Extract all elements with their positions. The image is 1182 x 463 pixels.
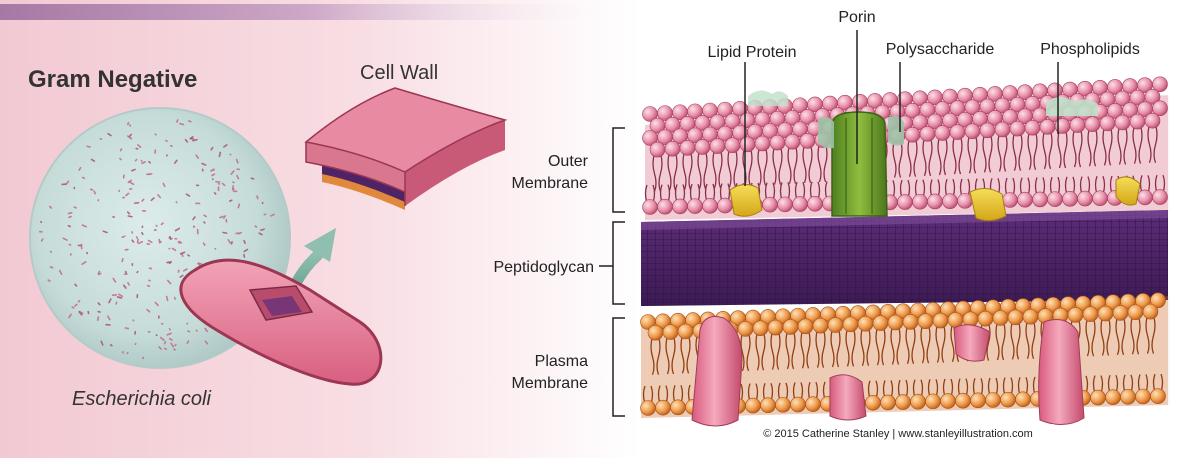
polysaccharide-label: Polysaccharide [886, 41, 995, 58]
lipid-protein-label: Lipid Protein [708, 44, 797, 61]
cell-wall-label: Cell Wall [360, 62, 438, 84]
outer-membrane [642, 76, 1170, 220]
phospholipids-label: Phospholipids [1040, 41, 1140, 58]
copyright-credit: © 2015 Catherine Stanley | www.stanleyil… [763, 428, 1033, 440]
e-coli-cell [179, 258, 383, 386]
plasma-membrane-label-line2: Membrane [512, 375, 589, 392]
peptidoglycan-label: Peptidoglycan [493, 259, 594, 276]
membrane-proteins [691, 316, 1085, 427]
species-label: Escherichia coli [72, 388, 212, 410]
outer-membrane-label-line1: Outer [548, 153, 589, 170]
plasma-membrane [640, 292, 1170, 418]
panel-title: Gram Negative [28, 66, 197, 93]
label-leaders [599, 30, 1059, 417]
lipid-proteins [729, 176, 1141, 222]
porin-label: Porin [838, 9, 875, 26]
cell-wall-slab [304, 87, 508, 210]
polysaccharide-groups [748, 90, 1098, 116]
peptidoglycan-layer [641, 210, 1168, 306]
top-decorative-strip [0, 4, 620, 20]
plasma-membrane-label-line1: Plasma [535, 353, 588, 370]
outer-membrane-label-line2: Membrane [512, 175, 589, 192]
credit-backdrop [742, 424, 1054, 442]
